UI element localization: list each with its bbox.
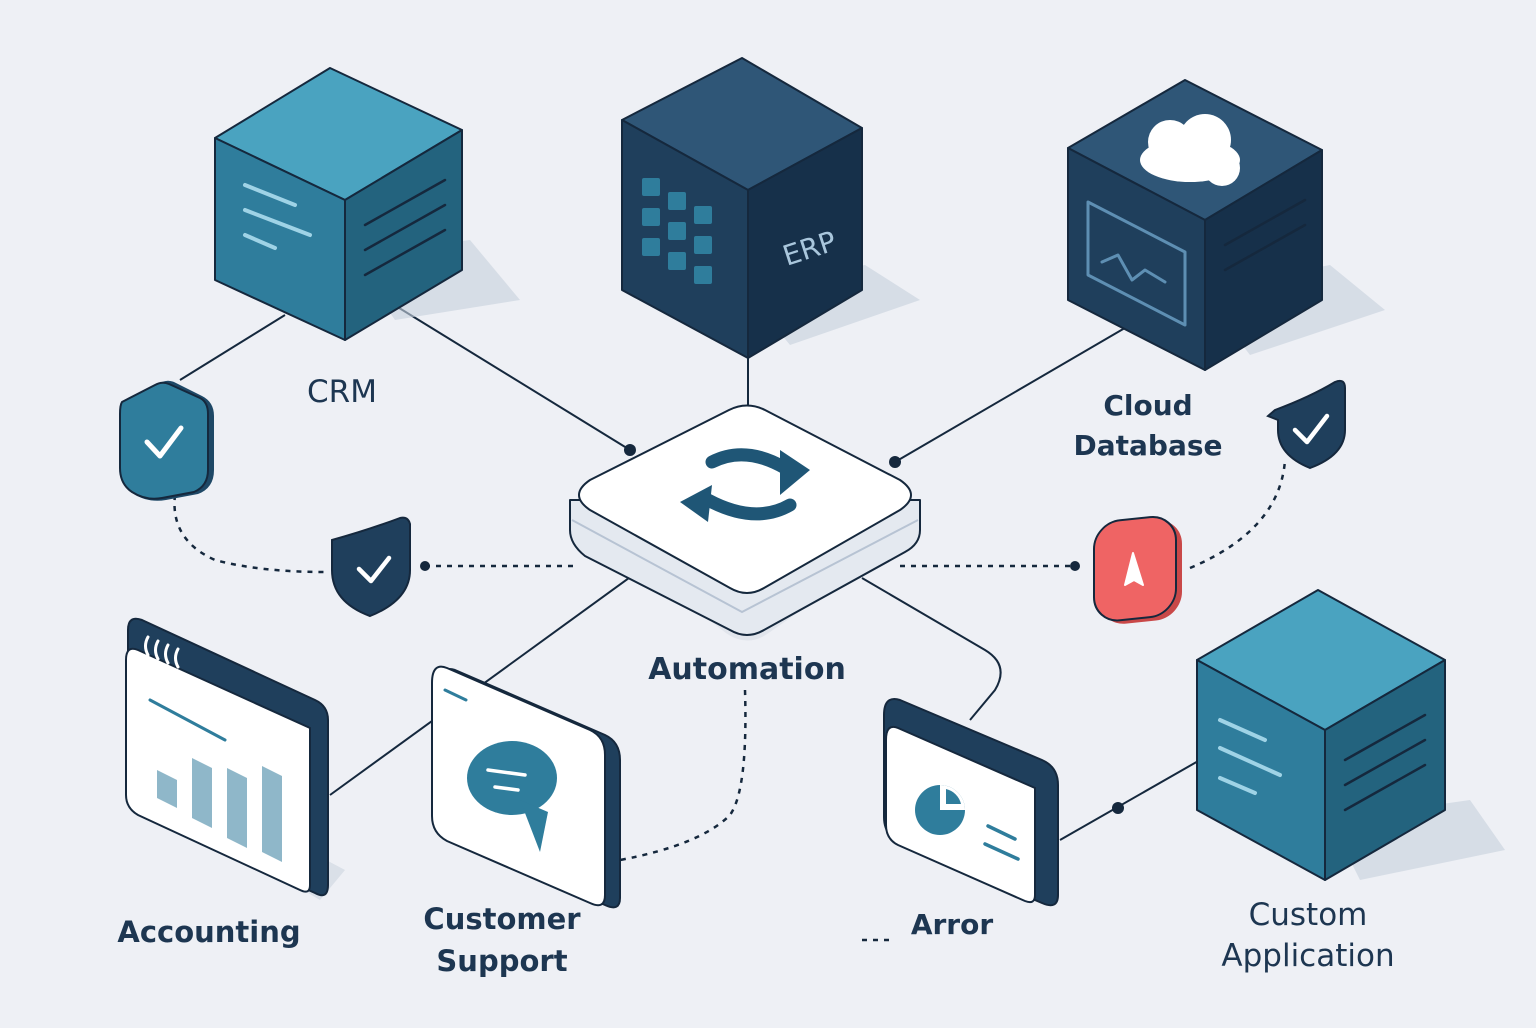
arror-label: Arror xyxy=(910,908,994,941)
check-icon xyxy=(1292,413,1330,445)
alert-icon xyxy=(1124,552,1144,586)
bar-chart-icon xyxy=(157,758,282,862)
junction-dot xyxy=(420,561,430,571)
grid-icon xyxy=(642,178,712,284)
check-icon xyxy=(144,425,184,459)
junction-dot xyxy=(1070,561,1080,571)
cloud-database-label-line1: Cloud xyxy=(1103,389,1193,422)
connector-crm-checkbadge xyxy=(179,314,286,381)
connector-clouddb-automation xyxy=(894,324,1131,463)
automation-hub[interactable] xyxy=(569,404,921,641)
check-badge-left[interactable] xyxy=(119,380,214,501)
custom-application-label-line2: Application xyxy=(1221,938,1395,974)
connector-arror-customapp xyxy=(1059,759,1201,841)
document-lines-icon xyxy=(243,183,312,250)
pie-chart-icon xyxy=(915,785,965,835)
dashed-link-alert-badge xyxy=(1189,459,1287,570)
arror-window[interactable] xyxy=(883,698,1059,907)
junction-dot xyxy=(624,444,636,456)
custom-application-label-line1: Custom xyxy=(1248,897,1368,933)
cloud-database-cube[interactable] xyxy=(1067,79,1385,371)
cloud-icon xyxy=(1140,114,1240,186)
monitor-graph-icon xyxy=(1086,200,1187,327)
customer-support-label-line2: Support xyxy=(436,944,568,978)
crm-cube[interactable] xyxy=(214,67,520,341)
check-badge-center[interactable] xyxy=(331,516,411,618)
connector-automation-arror xyxy=(861,577,1002,721)
junction-dot xyxy=(1112,802,1124,814)
junction-dot xyxy=(889,456,901,468)
customer-support-window[interactable] xyxy=(431,665,621,909)
sync-icon xyxy=(701,448,797,521)
chat-bubble-icon xyxy=(467,741,557,852)
check-badge-right[interactable] xyxy=(1266,379,1346,470)
dashed-link-left-badges xyxy=(173,494,326,574)
window-controls-icon xyxy=(144,635,180,669)
crm-label: CRM xyxy=(307,374,377,410)
custom-application-cube[interactable] xyxy=(1196,589,1505,881)
dashed-link-automation-support xyxy=(619,689,747,862)
code-lines-icon xyxy=(1218,718,1282,795)
erp-cube[interactable]: ERP xyxy=(621,57,920,359)
alert-badge[interactable] xyxy=(1093,514,1182,626)
customer-support-label-line1: Customer xyxy=(423,902,581,936)
accounting-window[interactable] xyxy=(125,617,345,900)
automation-label: Automation xyxy=(648,652,846,687)
cloud-database-label-line2: Database xyxy=(1073,429,1223,462)
check-icon xyxy=(356,555,392,584)
accounting-label: Accounting xyxy=(117,915,301,949)
